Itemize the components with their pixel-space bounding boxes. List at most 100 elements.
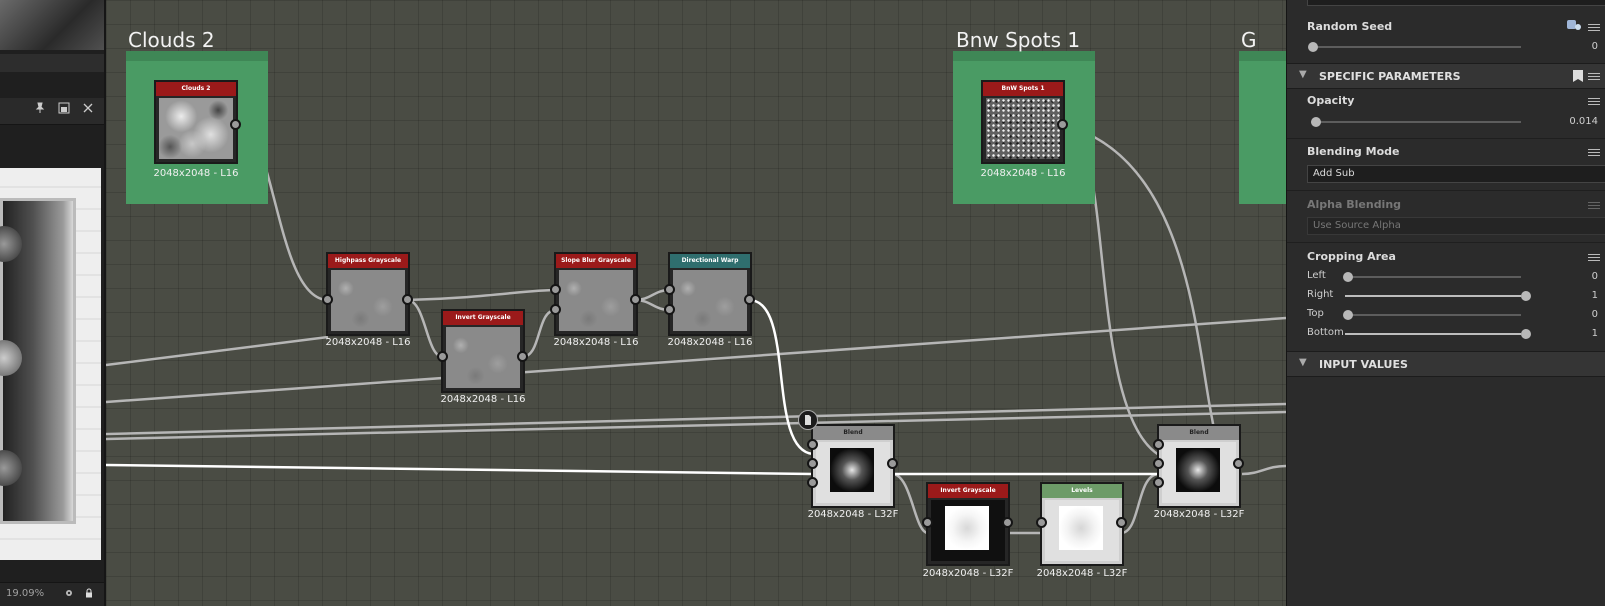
crop-left-value[interactable]: 0	[1591, 271, 1598, 282]
crop-top-value[interactable]: 0	[1591, 309, 1598, 320]
node-blend[interactable]: Blend	[811, 424, 895, 508]
zoom-level[interactable]: 19.09%	[6, 588, 45, 599]
node-clouds-2[interactable]: Clouds 2	[154, 80, 238, 164]
crop-bottom-slider[interactable]	[1521, 329, 1531, 339]
2d-view-canvas[interactable]	[0, 168, 101, 560]
blending-mode-dropdown[interactable]: Add Sub	[1307, 165, 1605, 183]
node-thumbnail	[159, 98, 233, 159]
gear-icon[interactable]	[64, 588, 74, 601]
input-port[interactable]	[550, 304, 561, 315]
node-invert-grayscale[interactable]: Invert Grayscale	[441, 309, 525, 393]
node-resolution: 2048x2048 - L32F	[1036, 568, 1128, 579]
node-levels[interactable]: Levels	[1040, 482, 1124, 566]
input-port[interactable]	[1153, 458, 1164, 469]
output-port[interactable]	[230, 119, 241, 130]
node-thumbnail	[816, 442, 890, 503]
view-panel-header	[0, 98, 104, 125]
pin-icon[interactable]	[34, 102, 46, 118]
input-port[interactable]	[664, 304, 675, 315]
node-directional-warp[interactable]: Directional Warp	[668, 252, 752, 336]
input-port[interactable]	[322, 294, 333, 305]
input-port[interactable]	[922, 517, 933, 528]
input-port[interactable]	[807, 477, 818, 488]
divider	[1287, 190, 1605, 191]
node-header: Levels	[1042, 484, 1122, 498]
opacity-value[interactable]: 0.014	[1569, 116, 1598, 127]
node-invert-grayscale-2[interactable]: Invert Grayscale	[926, 482, 1010, 566]
cropping-area-label: Cropping Area	[1307, 250, 1396, 263]
left-panel: 19.09%	[0, 0, 106, 606]
divider	[1287, 138, 1605, 139]
graph-canvas[interactable]: Clouds 2 Bnw Spots 1 G Clouds 2 2048x204…	[106, 0, 1286, 606]
opacity-track[interactable]	[1311, 121, 1521, 123]
node-thumbnail	[1045, 500, 1119, 561]
random-seed-slider[interactable]	[1308, 42, 1318, 52]
crop-right-slider[interactable]	[1521, 291, 1531, 301]
node-header: Highpass Grayscale	[328, 254, 408, 268]
input-port[interactable]	[807, 439, 818, 450]
input-values-section[interactable]: ▼ INPUT VALUES	[1287, 351, 1605, 377]
node-blend-2[interactable]: Blend	[1157, 424, 1241, 508]
maximize-icon[interactable]	[58, 102, 70, 118]
node-highpass-grayscale[interactable]: Highpass Grayscale	[326, 252, 410, 336]
opacity-slider[interactable]	[1311, 117, 1321, 127]
node-resolution: 2048x2048 - L32F	[807, 509, 899, 520]
input-port[interactable]	[807, 458, 818, 469]
node-thumbnail	[1162, 442, 1236, 503]
crop-left-track[interactable]	[1345, 276, 1521, 278]
view-statusbar: 19.09%	[0, 582, 104, 606]
node-thumbnail	[673, 270, 747, 331]
output-port[interactable]	[1002, 517, 1013, 528]
bookmark-icon[interactable]	[1572, 68, 1584, 87]
alpha-blending-label: Alpha Blending	[1307, 198, 1402, 211]
section-title: SPECIFIC PARAMETERS	[1319, 70, 1461, 83]
left-toolbar	[0, 54, 104, 72]
param-menu-icon	[1588, 200, 1600, 210]
random-seed-label: Random Seed	[1307, 20, 1393, 33]
output-port[interactable]	[887, 458, 898, 469]
crop-right-value[interactable]: 1	[1591, 290, 1598, 301]
random-seed-track[interactable]	[1311, 46, 1521, 48]
node-slope-blur-grayscale[interactable]: Slope Blur Grayscale	[554, 252, 638, 336]
param-menu-icon[interactable]	[1588, 96, 1600, 106]
crop-top-track[interactable]	[1345, 314, 1521, 316]
lock-icon[interactable]	[84, 588, 94, 601]
crop-bottom-value[interactable]: 1	[1591, 328, 1598, 339]
frame-title-clouds-2: Clouds 2	[128, 28, 215, 52]
node-header: Directional Warp	[670, 254, 750, 268]
chevron-down-icon[interactable]: ▼	[1299, 357, 1307, 368]
crop-bottom-track[interactable]	[1345, 333, 1521, 335]
frame-clouds-2[interactable]	[126, 51, 268, 204]
input-port[interactable]	[437, 351, 448, 362]
output-port[interactable]	[1057, 119, 1068, 130]
output-port[interactable]	[402, 294, 413, 305]
random-seed-value[interactable]: 0	[1591, 41, 1598, 52]
frame-partial[interactable]	[1239, 51, 1286, 204]
output-port[interactable]	[630, 294, 641, 305]
crop-top-slider[interactable]	[1343, 310, 1353, 320]
output-port[interactable]	[1116, 517, 1127, 528]
crop-left-slider[interactable]	[1343, 272, 1353, 282]
input-port[interactable]	[1153, 439, 1164, 450]
input-port[interactable]	[550, 284, 561, 295]
document-icon[interactable]	[798, 410, 818, 430]
input-port[interactable]	[664, 284, 675, 295]
blending-mode-label: Blending Mode	[1307, 145, 1400, 158]
param-menu-icon[interactable]	[1588, 22, 1600, 32]
param-menu-icon[interactable]	[1588, 147, 1600, 157]
input-port[interactable]	[1153, 477, 1164, 488]
input-port[interactable]	[1036, 517, 1047, 528]
close-icon[interactable]	[82, 102, 94, 118]
chevron-down-icon[interactable]: ▼	[1299, 69, 1307, 80]
specific-parameters-section[interactable]: ▼ SPECIFIC PARAMETERS	[1287, 63, 1605, 89]
node-bnw-spots-1[interactable]: BnW Spots 1	[981, 80, 1065, 164]
param-menu-icon[interactable]	[1588, 252, 1600, 262]
random-dice-icon[interactable]	[1566, 17, 1582, 36]
output-port[interactable]	[1233, 458, 1244, 469]
output-port[interactable]	[517, 351, 528, 362]
crop-right-track[interactable]	[1345, 295, 1521, 297]
output-port[interactable]	[744, 294, 755, 305]
node-header: Blend	[1159, 426, 1239, 440]
node-header: Invert Grayscale	[443, 311, 523, 325]
section-menu-icon[interactable]	[1588, 71, 1600, 81]
